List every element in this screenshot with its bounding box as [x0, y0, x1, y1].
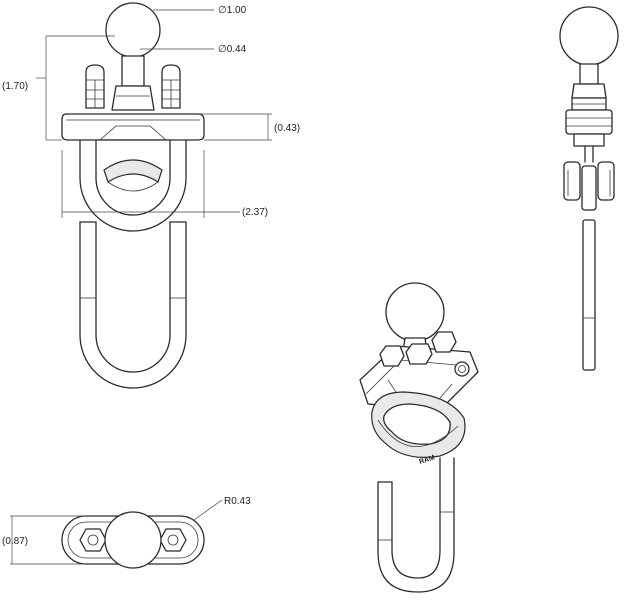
front-dimensions	[36, 9, 272, 218]
isometric-view: RAM	[359, 282, 479, 593]
logo-text: RAM	[418, 454, 435, 466]
dim-radius: R0.43	[224, 496, 251, 507]
front-ball	[105, 2, 161, 111]
front-base-plate	[61, 113, 205, 141]
front-nut-right	[161, 64, 181, 109]
top-view	[10, 499, 223, 569]
dim-overall-height: (1.70)	[2, 81, 28, 92]
dim-width: (2.37)	[242, 207, 268, 218]
dim-ball-diameter: ∅1.00	[218, 5, 247, 16]
front-u-bolt	[79, 221, 187, 389]
dim-base-height: (0.43)	[274, 123, 300, 134]
dim-post-diameter: ∅0.44	[218, 44, 247, 55]
dim-depth: (0.87)	[2, 536, 28, 547]
side-view	[559, 6, 619, 371]
front-view: ∅1.00 ∅0.44 (1.70) (0.43) (2.37)	[2, 2, 300, 389]
front-nut-left	[85, 64, 105, 109]
front-cradle	[79, 139, 187, 232]
